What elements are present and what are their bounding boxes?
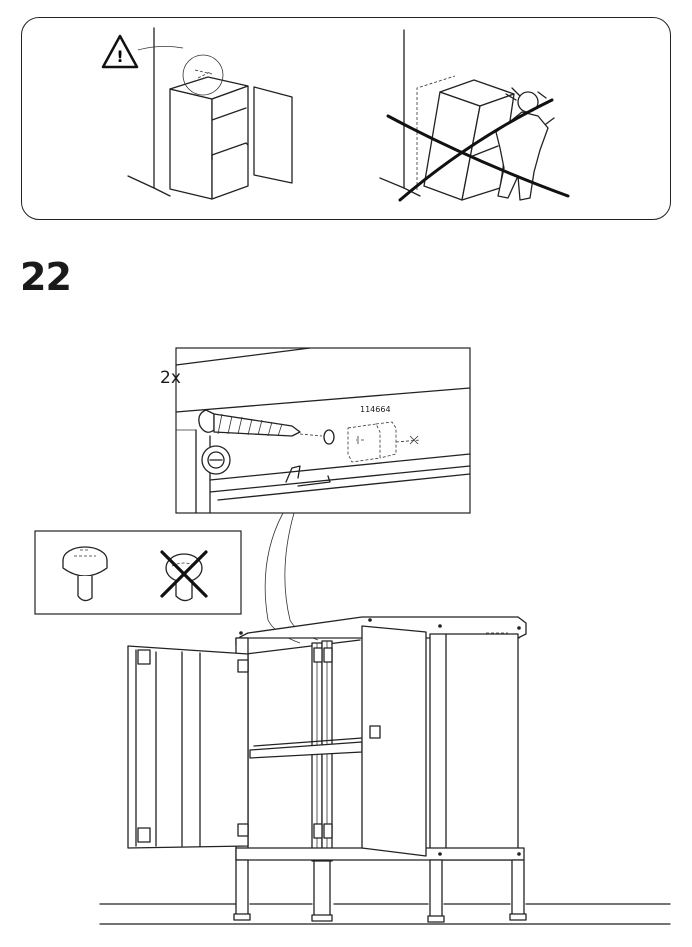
- screw-icon: [198, 409, 301, 437]
- warning-triangle-icon: !: [101, 34, 139, 69]
- wall-anchor-icon: [127, 27, 293, 200]
- correct-screw-head-icon: [62, 546, 108, 602]
- svg-text:!: !: [116, 47, 123, 66]
- incorrect-screw-head-icon: [160, 550, 208, 602]
- part-number: 114664: [360, 405, 391, 414]
- no-tipping-icon: [379, 29, 570, 202]
- screw-head-comparison: [34, 530, 242, 615]
- step-number: 22: [20, 255, 72, 299]
- quantity-label: 2x: [160, 368, 181, 388]
- cabinet: [99, 616, 671, 925]
- warning-panel: [21, 17, 671, 220]
- callout-pointer: [264, 512, 301, 644]
